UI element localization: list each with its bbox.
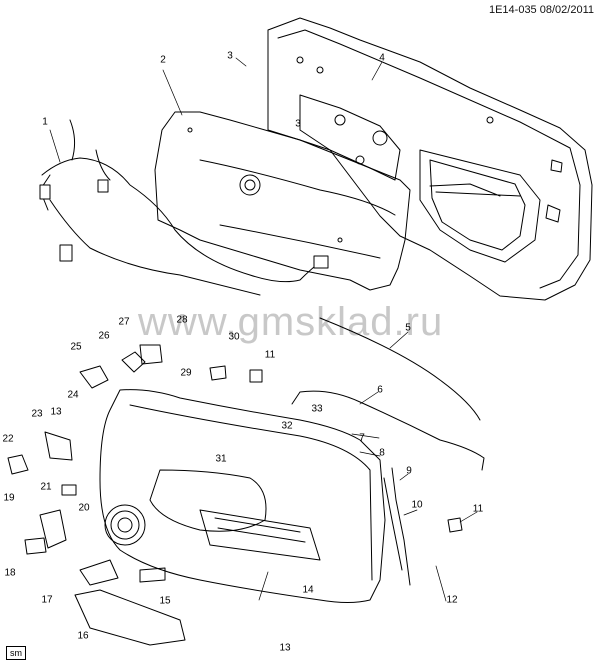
callout-number: 27 [118, 316, 130, 328]
diagram-code: 1E14-035 08/02/2011 [488, 4, 594, 16]
callout-number: 22 [2, 433, 14, 445]
callout-number: 32 [281, 420, 293, 432]
callout-number: 31 [215, 453, 227, 465]
callout-number: 25 [70, 341, 82, 353]
watermark: www.gmsklad.ru [138, 300, 444, 344]
callout-number: 4 [379, 52, 385, 64]
callout-number: 12 [446, 594, 458, 606]
door-trim-panel [99, 389, 386, 603]
callout-number: 18 [4, 567, 16, 579]
callout-number: 5 [405, 322, 411, 334]
callout-number: 16 [77, 630, 89, 642]
small-components [7, 344, 463, 646]
callout-number: 13 [279, 642, 291, 654]
callout-number: 33 [311, 403, 323, 415]
callout-number: 17 [41, 594, 53, 606]
water-deflector [154, 111, 411, 291]
callout-number: 3 [227, 50, 233, 62]
callout-number: 30 [228, 331, 240, 343]
door-frame [267, 17, 593, 301]
callout-number: 11 [472, 503, 484, 515]
callout-number: 1 [42, 116, 48, 128]
rods-and-cables [291, 317, 485, 586]
callout-number: 15 [159, 595, 171, 607]
wiring-harness [39, 119, 329, 296]
callout-number: 29 [180, 367, 192, 379]
callout-number: 8 [379, 447, 385, 459]
callout-number: 23 [31, 408, 43, 420]
callout-number: 19 [3, 492, 15, 504]
callout-number: 10 [411, 499, 423, 511]
callout-number: 24 [67, 389, 79, 401]
leader-lines [49, 57, 478, 602]
sm-badge: sm [6, 646, 26, 660]
callout-number: 21 [40, 481, 52, 493]
callout-number: 3 [295, 118, 301, 130]
callout-number: 6 [377, 384, 383, 396]
callout-number: 14 [302, 584, 314, 596]
callout-number: 2 [160, 54, 166, 66]
callout-number: 28 [176, 314, 188, 326]
callout-number: 9 [406, 465, 412, 477]
callout-number: 7 [359, 432, 365, 444]
callout-number: 20 [78, 502, 90, 514]
callout-number: 26 [98, 330, 110, 342]
callout-number: 11 [264, 349, 276, 361]
callout-number: 13 [50, 406, 62, 418]
